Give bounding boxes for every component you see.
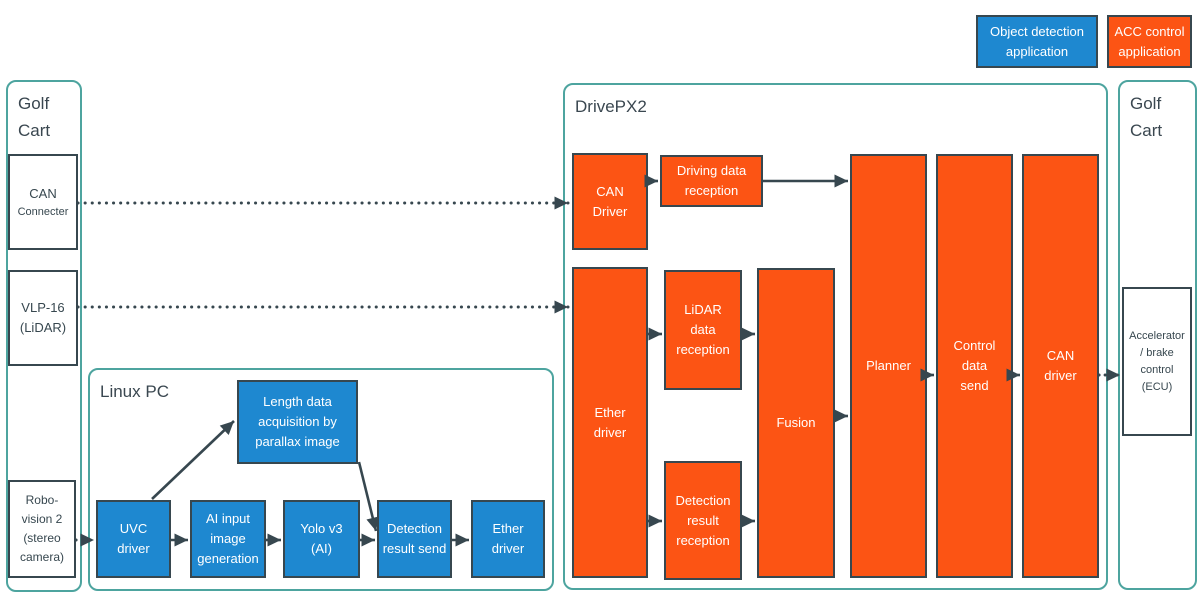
node-uvc-driver: UVC driver: [96, 500, 171, 578]
node-can-connecter: CAN Connecter: [8, 154, 78, 250]
node-length-data-acquisition: Length data acquisition by parallax imag…: [237, 380, 358, 464]
node-label: Detection result reception: [675, 492, 731, 548]
node-lidar-data-reception: LiDAR data reception: [664, 270, 742, 390]
node-ether-driver-pc: Ether driver: [471, 500, 545, 578]
node-can-driver-send: CAN driver: [1022, 154, 1099, 578]
node-label: CAN driver: [1044, 348, 1077, 383]
node-label: UVC driver: [117, 521, 150, 556]
node-detection-result-send: Detection result send: [377, 500, 452, 578]
container-title: Golf Cart: [18, 94, 51, 140]
legend-object-detection: Object detection application: [976, 15, 1098, 68]
container-title: DrivePX2: [575, 97, 647, 116]
node-label: Accelerator / brake control (ECU): [1129, 329, 1185, 393]
node-label: Ether driver: [593, 404, 627, 440]
node-planner: Planner: [850, 154, 927, 578]
node-label: CAN Driver: [592, 183, 628, 219]
node-detection-result-reception: Detection result reception: [664, 461, 742, 580]
node-label: Ether driver: [491, 521, 525, 556]
node-label: Yolo v3 (AI): [300, 521, 343, 556]
node-sublabel: Connecter: [17, 206, 69, 218]
node-control-data-send: Control data send: [936, 154, 1013, 578]
node-label: Control data send: [953, 338, 996, 393]
node-label: AI input image generation: [197, 511, 259, 566]
node-label: VLP-16 (LiDAR): [19, 300, 67, 335]
node-can-driver-reception: CAN Driver: [572, 153, 648, 250]
node-vlp-16-lidar: VLP-16 (LiDAR): [8, 270, 78, 366]
node-label: Detection result send: [382, 521, 447, 556]
container-title: Linux PC: [100, 382, 169, 401]
legend-label: Object detection application: [990, 23, 1084, 59]
node-label: Robo- vision 2 (stereo camera): [19, 493, 64, 564]
node-driving-data-reception: Driving data reception: [660, 155, 763, 207]
node-label: Driving data reception: [676, 163, 747, 198]
node-robo-vision-2: Robo- vision 2 (stereo camera): [8, 480, 76, 578]
node-label: Fusion: [776, 415, 816, 430]
container-title: Golf Cart: [1130, 94, 1163, 140]
legend-label: ACC control application: [1114, 23, 1185, 59]
node-fusion: Fusion: [757, 268, 835, 578]
node-label: LiDAR data reception: [676, 302, 730, 357]
node-ai-input-image-generation: AI input image generation: [190, 500, 266, 578]
legend-acc-control: ACC control application: [1107, 15, 1192, 68]
node-ether-driver-px2: Ether driver: [572, 267, 648, 578]
node-label: Length data acquisition by parallax imag…: [255, 394, 340, 449]
node-yolo-v3: Yolo v3 (AI): [283, 500, 360, 578]
node-label: Planner: [866, 358, 911, 373]
node-label: CAN: [29, 186, 57, 201]
node-accelerator-brake-ecu: Accelerator / brake control (ECU): [1122, 287, 1192, 436]
